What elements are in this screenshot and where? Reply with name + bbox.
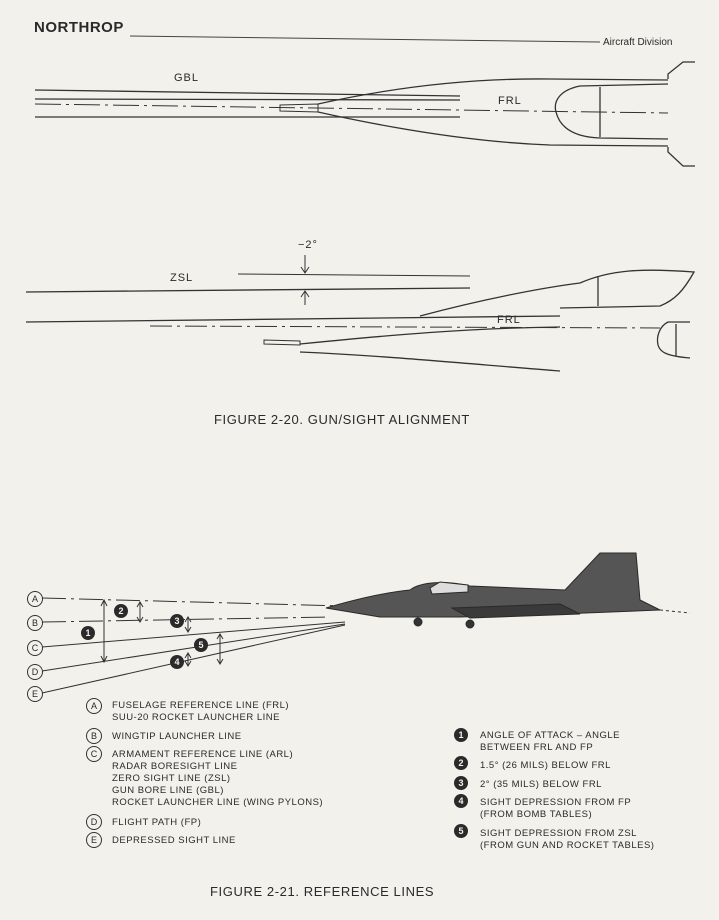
division-label: Aircraft Division [603,37,673,48]
legend-left-marker-e: E [86,832,102,848]
legend-right-5-line-2: (FROM GUN AND ROCKET TABLES) [480,840,655,851]
legend-left-c-line-2: RADAR BORESIGHT LINE [112,761,238,772]
legend-left-marker-c: C [86,746,102,762]
marker-b: B [27,615,43,631]
legend-left-c-line-3: ZERO SIGHT LINE (ZSL) [112,773,231,784]
label-gbl: GBL [174,72,200,84]
legend-right-marker-4: 4 [454,794,468,808]
number-marker-4: 4 [170,655,184,669]
legend-left-marker-b: B [86,728,102,744]
reference-lines [41,597,691,694]
legend-right-marker-1: 1 [454,728,468,742]
number-marker-1: 1 [81,626,95,640]
gun-alignment-top [34,61,695,167]
marker-d: D [27,664,43,680]
legend-right-2-line-1: 1.5° (26 MILS) BELOW FRL [480,760,611,771]
legend-right-1-line-1: ANGLE OF ATTACK – ANGLE [480,730,620,741]
sight-alignment-bottom [25,255,696,372]
legend-right-4-line-2: (FROM BOMB TABLES) [480,809,593,820]
number-marker-2: 2 [114,604,128,618]
label-zsl: ZSL [170,272,194,284]
legend-right-1-line-2: BETWEEN FRL AND FP [480,742,594,753]
brand-title: NORTHROP [34,19,124,36]
legend-left-marker-a: A [86,698,102,714]
marker-a: A [27,591,43,607]
label-angle: −2° [298,239,318,251]
legend-right-4-line-1: SIGHT DEPRESSION FROM FP [480,797,632,808]
figure-21-caption: FIGURE 2-21. REFERENCE LINES [210,884,435,899]
marker-e: E [27,686,43,702]
label-frl-bottom: FRL [497,314,521,326]
legend-right-marker-2: 2 [454,756,468,770]
legend-left-c-line-5: ROCKET LAUNCHER LINE (WING PYLONS) [112,797,324,808]
legend-left-marker-d: D [86,814,102,830]
legend-left-e-line-1: DEPRESSED SIGHT LINE [112,835,236,846]
number-marker-5: 5 [194,638,208,652]
legend-left-c-line-1: ARMAMENT REFERENCE LINE (ARL) [112,749,294,760]
legend-left-d-line-1: FLIGHT PATH (FP) [112,817,202,828]
label-frl-top: FRL [498,95,522,107]
legend-right-marker-3: 3 [454,776,468,790]
aircraft-silhouette [325,552,661,629]
legend-left-c-line-4: GUN BORE LINE (GBL) [112,785,224,796]
header-rule [129,35,601,43]
legend-left-a-line-2: SUU-20 ROCKET LAUNCHER LINE [112,712,281,723]
legend-right-marker-5: 5 [454,824,468,838]
legend-right-5-line-1: SIGHT DEPRESSION FROM ZSL [480,828,637,839]
figure-20-caption: FIGURE 2-20. GUN/SIGHT ALIGNMENT [214,412,470,427]
legend-right-3-line-1: 2° (35 MILS) BELOW FRL [480,779,602,790]
legend-left-a-line-1: FUSELAGE REFERENCE LINE (FRL) [112,700,290,711]
legend-left-b-line-1: WINGTIP LAUNCHER LINE [112,731,242,742]
number-marker-3: 3 [170,614,184,628]
marker-c: C [27,640,43,656]
